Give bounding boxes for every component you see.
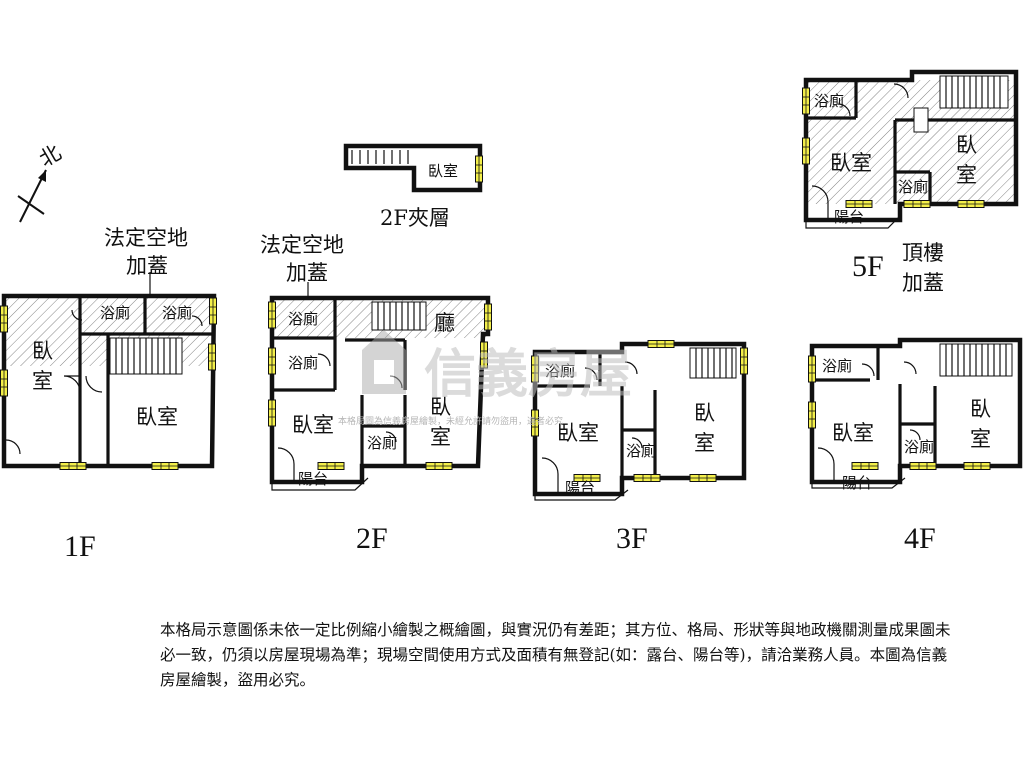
f4-bath-b-label: 浴廁 [904, 438, 934, 456]
f2-hall-label: 廳 [434, 311, 455, 335]
f5-floor-label: 5F [852, 250, 884, 283]
f1-floor-label: 1F [64, 530, 96, 563]
f3-balcony-label: 陽台 [565, 479, 595, 497]
f2-balcony-label: 陽台 [298, 470, 328, 488]
f2m-bedroom-label: 臥室 [428, 162, 458, 180]
f3-bath-b-label: 浴廁 [626, 442, 656, 460]
f1-annex-label-2: 加蓋 [126, 254, 168, 278]
floor-3f-plan: 浴廁 浴廁 臥室 臥 室 陽台 3F [531, 340, 748, 555]
f2-bedroom-a-label: 臥室 [292, 413, 334, 437]
north-compass-icon: 北 [17, 140, 65, 223]
f3-floor-label: 3F [616, 522, 648, 555]
watermark: 信義房屋 本格局圖為信義房屋繪製，未經允許請勿盜用，違者必究 [338, 330, 632, 427]
f5-annex-label-2: 加蓋 [902, 271, 944, 295]
watermark-brand: 信義房屋 [424, 345, 632, 405]
f5-bedroom-b-label-2: 室 [956, 163, 977, 187]
floor-1f-plan: 臥 室 浴廁 浴廁 臥室 法定空地 加蓋 1F [0, 226, 217, 563]
staircase-5f [939, 75, 1009, 109]
brand-logo-icon [362, 330, 406, 394]
staircase-4f [939, 343, 1013, 377]
f2-bath-c-label: 浴廁 [367, 434, 397, 452]
f2-bedroom-b-label-1: 臥 [430, 395, 451, 419]
f4-bath-a-label: 浴廁 [822, 357, 852, 375]
staircase-1f [109, 337, 183, 375]
f2-bedroom-b-label-2: 室 [430, 425, 451, 449]
f1-bedroom-b-label: 臥室 [136, 405, 178, 429]
floor-2f-plan: 浴廁 浴廁 浴廁 廳 臥室 臥 室 陽台 法定空地 加蓋 2F [260, 233, 492, 555]
floor-5f-plan: 浴廁 浴廁 臥室 臥 室 陽台 5F 頂樓 加蓋 [802, 69, 1019, 295]
f4-bedroom-b-label-1: 臥 [970, 397, 991, 421]
f1-annex-label-1: 法定空地 [104, 226, 188, 250]
f5-bedroom-b-label-1: 臥 [956, 133, 977, 157]
f2-annex-label-1: 法定空地 [260, 233, 344, 257]
f4-bedroom-a-label: 臥室 [832, 421, 874, 445]
f2m-floor-label: 2F夾層 [380, 206, 450, 230]
f5-bath-a-label: 浴廁 [814, 92, 844, 110]
f4-balcony-label: 陽台 [842, 474, 872, 492]
f5-balcony-label: 陽台 [834, 208, 864, 226]
floor-2f-mezzanine-plan: 臥室 2F夾層 [343, 143, 483, 230]
disclaimer-text: 本格局示意圖係未依一定比例縮小繪製之概繪圖，與實況仍有差距；其方位、格局、形狀等… [160, 621, 951, 689]
f3-bedroom-b-label-2: 室 [694, 431, 715, 455]
f4-bedroom-b-label-2: 室 [970, 427, 991, 451]
f5-annex-label-1: 頂樓 [902, 241, 944, 265]
f2-bath-a-label: 浴廁 [288, 310, 318, 328]
f2-annex-label-2: 加蓋 [286, 261, 328, 285]
f4-floor-label: 4F [904, 522, 936, 555]
f5-bedroom-a-label: 臥室 [830, 151, 872, 175]
f2-bath-b-label: 浴廁 [288, 354, 318, 372]
f1-bath-a-label: 浴廁 [100, 304, 130, 322]
floor-4f-plan: 浴廁 浴廁 臥室 臥 室 陽台 4F [808, 337, 1023, 555]
f1-bath-b-label: 浴廁 [162, 304, 192, 322]
f1-bedroom-a-label-1: 臥 [32, 339, 53, 363]
f3-bedroom-b-label-1: 臥 [694, 401, 715, 425]
watermark-small-text: 本格局圖為信義房屋繪製，未經允許請勿盜用，違者必究 [338, 415, 563, 427]
f2-floor-label: 2F [356, 522, 388, 555]
f3-bath-a-label: 浴廁 [545, 362, 575, 380]
staircase-3f [689, 347, 737, 379]
f1-bedroom-a-label-2: 室 [32, 369, 53, 393]
f5-bath-b-label: 浴廁 [898, 178, 928, 196]
compass-north-label: 北 [35, 140, 65, 171]
staircase-2f [371, 301, 427, 331]
f3-bedroom-a-label: 臥室 [557, 421, 599, 445]
